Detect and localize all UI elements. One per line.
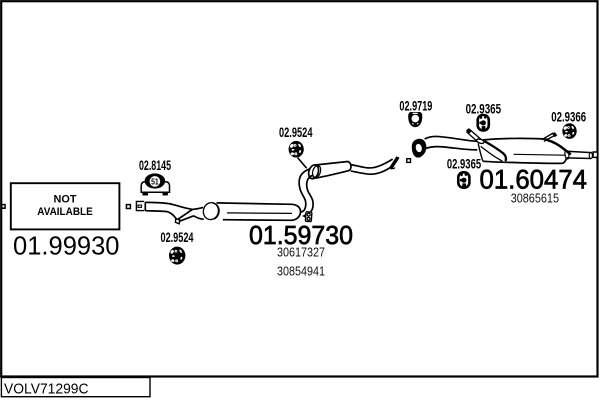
svg-text:02.9524: 02.9524 [161, 230, 194, 245]
svg-text:30854941: 30854941 [277, 264, 325, 279]
svg-text:51: 51 [151, 178, 159, 187]
svg-text:NOT: NOT [54, 194, 77, 206]
svg-text:01.99930: 01.99930 [13, 231, 120, 261]
svg-text:AVAILABLE: AVAILABLE [37, 206, 93, 218]
svg-text:VOLV71299C: VOLV71299C [4, 380, 89, 397]
svg-text:01.60474: 01.60474 [480, 165, 588, 195]
svg-text:30617327: 30617327 [277, 244, 325, 259]
svg-text:02.9524: 02.9524 [279, 125, 313, 140]
svg-text:30865615: 30865615 [511, 190, 559, 205]
svg-text:02.9365: 02.9365 [466, 101, 502, 116]
svg-text:02.8145: 02.8145 [139, 158, 171, 173]
svg-text:02.9366: 02.9366 [551, 109, 586, 124]
svg-text:02.9365: 02.9365 [447, 157, 482, 172]
svg-text:01.59730: 01.59730 [249, 220, 353, 250]
svg-text:02.9719: 02.9719 [399, 98, 432, 113]
